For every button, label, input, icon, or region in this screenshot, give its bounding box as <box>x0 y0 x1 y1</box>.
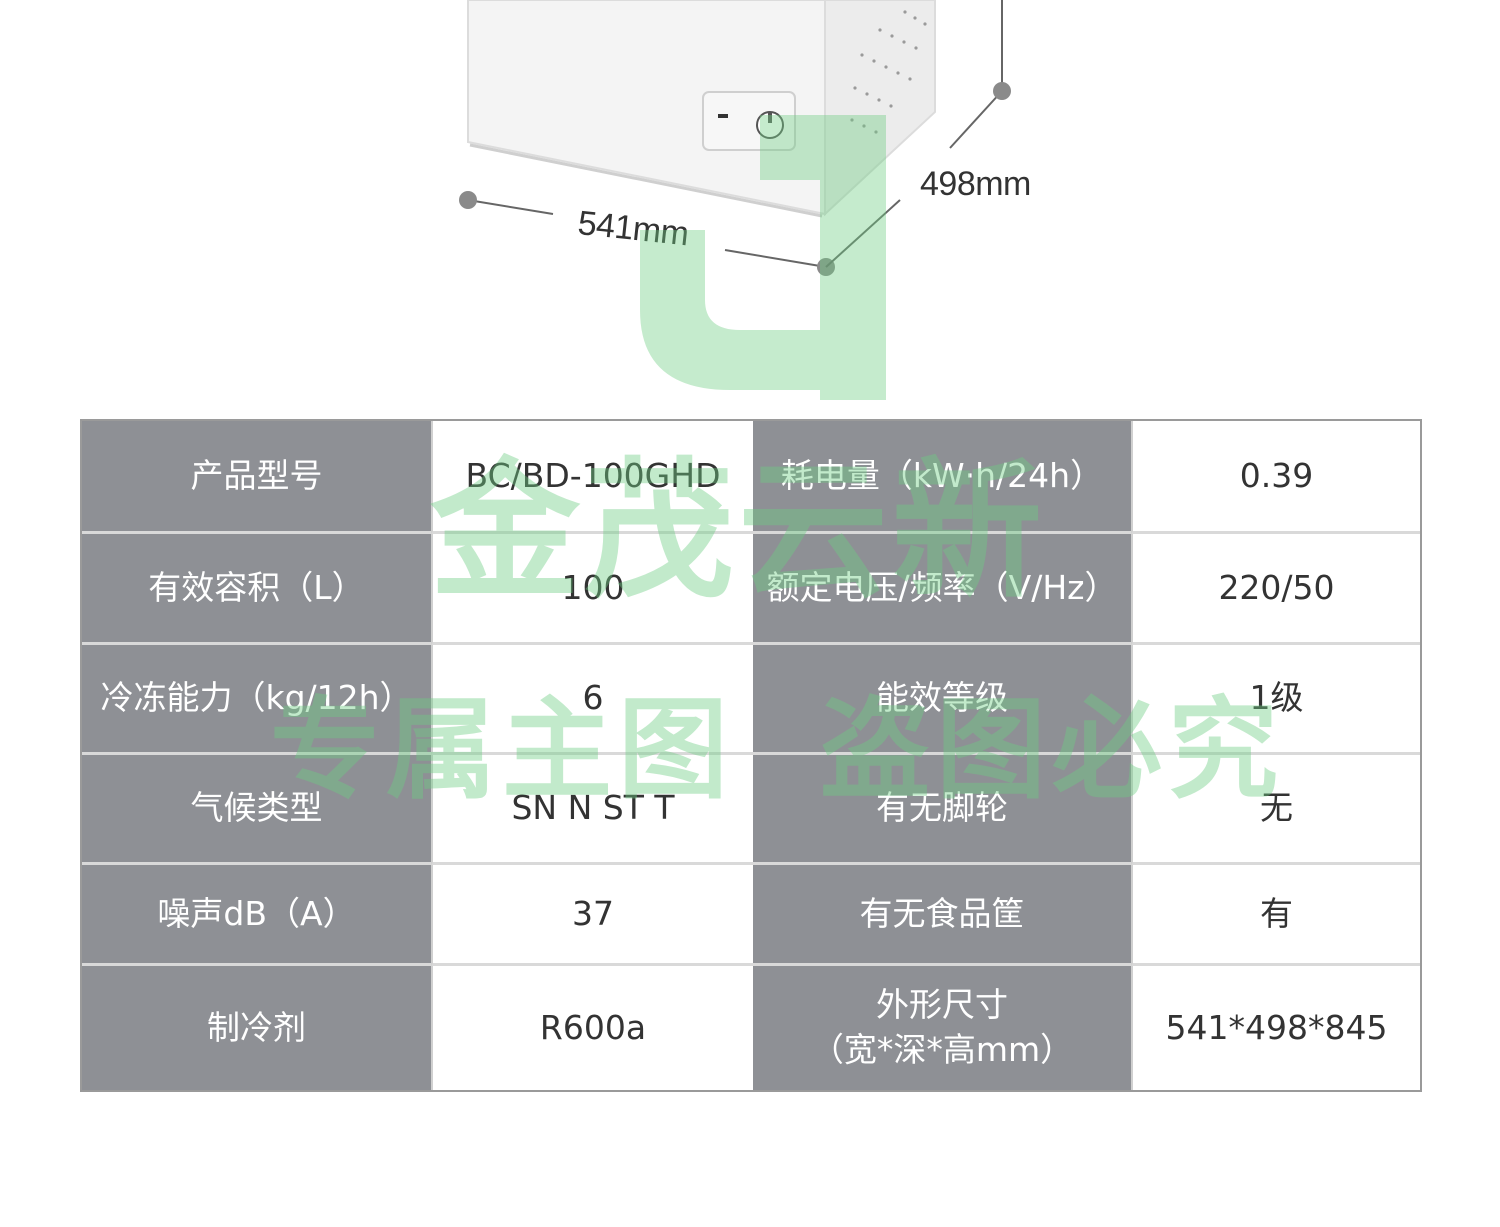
spec-value-climate-type: SN N ST T <box>431 755 753 865</box>
spec-value-capacity: 100 <box>431 534 753 645</box>
spec-value-noise: 37 <box>431 865 753 966</box>
spec-value-dimensions: 541*498*845 <box>1131 966 1420 1090</box>
spec-table: 产品型号 BC/BD-100GHD 耗电量（kW·h/24h） 0.39 有效容… <box>80 419 1422 1092</box>
table-row: 噪声dB（A） 37 有无食品筐 有 <box>82 865 1420 966</box>
depth-dimension-label: 498mm <box>920 165 1031 203</box>
spec-value-refrigerant: R600a <box>431 966 753 1090</box>
spec-key-power-consumption: 耗电量（kW·h/24h） <box>753 421 1131 534</box>
table-row: 制冷剂 R600a 外形尺寸 （宽*深*高mm） 541*498*845 <box>82 966 1420 1090</box>
spec-key-freezing-capacity: 冷冻能力（kg/12h） <box>82 645 431 755</box>
table-row: 冷冻能力（kg/12h） 6 能效等级 1级 <box>82 645 1420 755</box>
spec-key-casters: 有无脚轮 <box>753 755 1131 865</box>
spec-key-dimensions-line1: 外形尺寸 <box>876 985 1008 1025</box>
table-row: 气候类型 SN N ST T 有无脚轮 无 <box>82 755 1420 865</box>
table-row: 有效容积（L） 100 额定电压/频率（V/Hz） 220/50 <box>82 534 1420 645</box>
spec-key-climate-type: 气候类型 <box>82 755 431 865</box>
table-row: 产品型号 BC/BD-100GHD 耗电量（kW·h/24h） 0.39 <box>82 421 1420 534</box>
spec-key-noise: 噪声dB（A） <box>82 865 431 966</box>
control-panel <box>702 91 796 151</box>
spec-value-casters: 无 <box>1131 755 1420 865</box>
spec-key-food-basket: 有无食品筐 <box>753 865 1131 966</box>
spec-value-energy-grade: 1级 <box>1131 645 1420 755</box>
spec-key-energy-grade: 能效等级 <box>753 645 1131 755</box>
vent-grille <box>850 10 927 134</box>
spec-value-model: BC/BD-100GHD <box>431 421 753 534</box>
spec-key-refrigerant: 制冷剂 <box>82 966 431 1090</box>
spec-value-freezing-capacity: 6 <box>431 645 753 755</box>
spec-key-model: 产品型号 <box>82 421 431 534</box>
dimension-lines <box>459 0 1011 276</box>
spec-value-voltage-frequency: 220/50 <box>1131 534 1420 645</box>
spec-key-voltage-frequency: 额定电压/频率（V/Hz） <box>753 534 1131 645</box>
spec-value-power-consumption: 0.39 <box>1131 421 1420 534</box>
spec-key-dimensions: 外形尺寸 （宽*深*高mm） <box>753 966 1131 1090</box>
freezer-body <box>467 0 936 218</box>
spec-key-dimensions-line2: （宽*深*高mm） <box>810 1030 1074 1069</box>
spec-value-food-basket: 有 <box>1131 865 1420 966</box>
spec-key-capacity: 有效容积（L） <box>82 534 431 645</box>
